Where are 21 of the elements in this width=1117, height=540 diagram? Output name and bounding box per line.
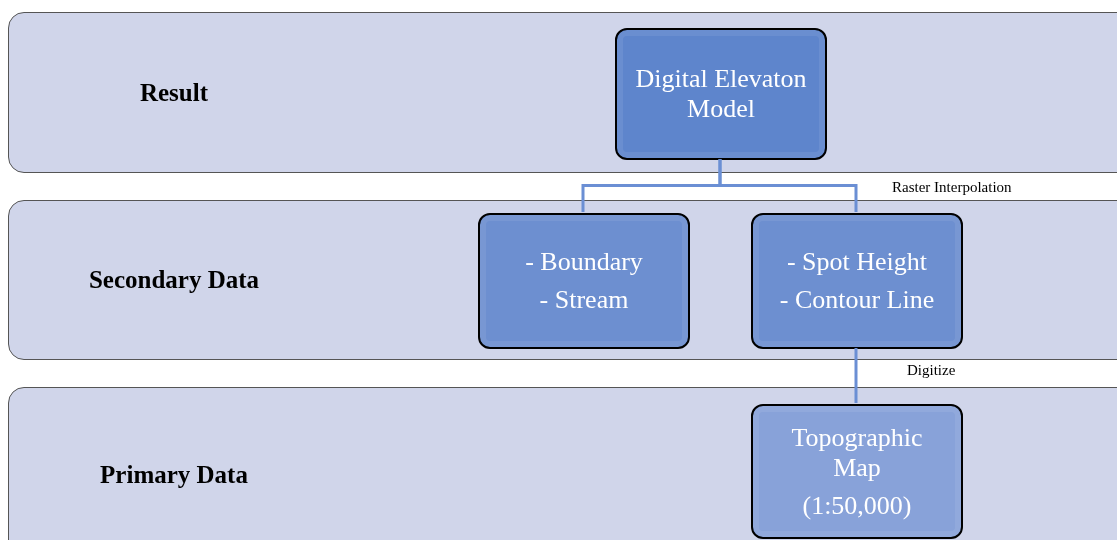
process-box (751, 213, 963, 349)
box-text: Digital Elevaton Model (634, 64, 808, 124)
step-label: Digitize (907, 361, 956, 379)
box-text: Topographic Map (790, 422, 924, 483)
tier-heading: Result (139, 77, 209, 108)
tier-band (8, 12, 1117, 173)
process-box (478, 213, 690, 349)
connector-line (718, 159, 858, 212)
connector-line (854, 348, 858, 403)
tier-heading: Secondary Data (88, 265, 260, 296)
process-box (751, 404, 963, 539)
box-text: - Contour Line (779, 285, 935, 315)
box-text: - Boundary (525, 247, 643, 277)
process-box (615, 28, 827, 160)
box-text: - Spot Height (786, 247, 928, 277)
tier-band (8, 387, 1117, 540)
step-label: Raster Interpolation (892, 178, 1012, 196)
tier-heading: Primary Data (100, 459, 248, 490)
box-text: - Stream (539, 285, 629, 315)
tier-band (8, 200, 1117, 360)
box-text: (1:50,000) (802, 490, 912, 521)
